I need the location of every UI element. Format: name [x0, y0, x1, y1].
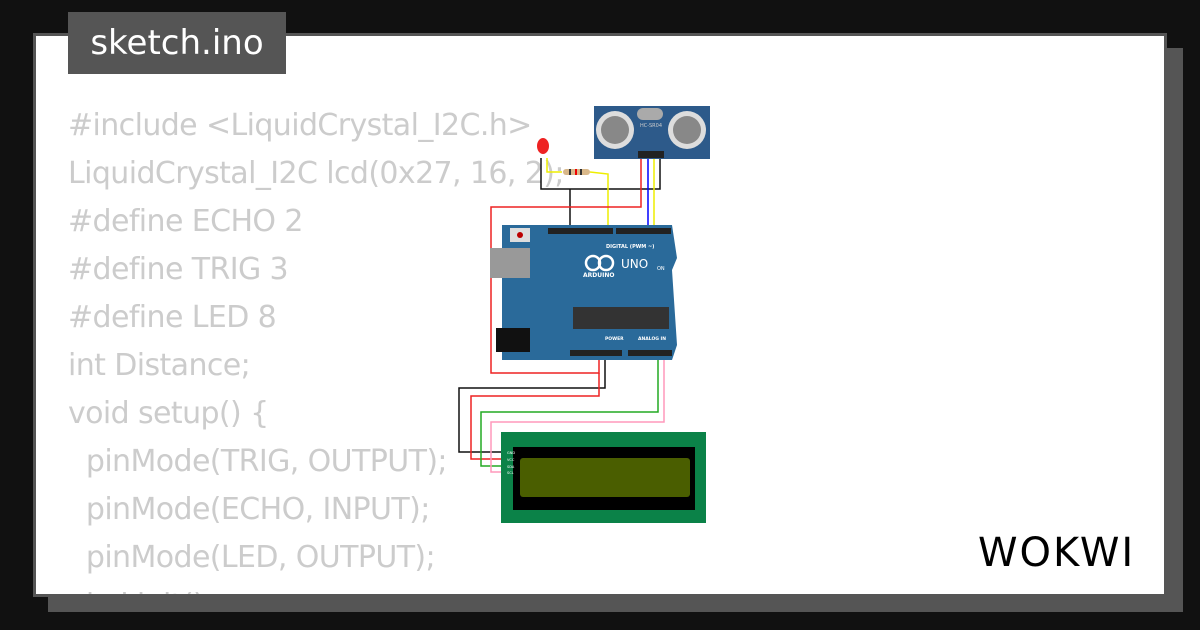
code-line: pinMode(TRIG, OUTPUT); — [68, 444, 448, 479]
code-line: int Distance; — [68, 348, 251, 383]
resistor[interactable] — [563, 169, 590, 175]
board-model: UNO — [621, 257, 648, 271]
arduino-uno[interactable]: DIGITAL (PWM ~) ARDUINO UNO ON POWER ANA… — [490, 225, 677, 360]
code-preview: #include <LiquidCrystal_I2C.h> LiquidCry… — [68, 102, 564, 594]
lcd-display[interactable]: GND VCC SDA SCL — [501, 432, 706, 523]
sensor-label: HC-SR04 — [640, 123, 662, 129]
code-line: pinMode(LED, OUTPUT); — [68, 540, 436, 575]
code-line: lcd.init(); — [68, 582, 564, 594]
wire-lcd-scl — [490, 356, 665, 473]
wire-gnd-top — [540, 158, 661, 190]
wire-lcd-vcc — [470, 373, 600, 460]
power-label: POWER — [605, 336, 624, 342]
digital-label: DIGITAL (PWM ~) — [606, 244, 654, 250]
lcd-pin-scl: SCL — [507, 471, 514, 475]
lcd-pin-gnd: GND — [507, 451, 515, 455]
wire-pin8 — [589, 171, 609, 230]
code-line: #define TRIG 3 — [68, 252, 289, 287]
code-line: LiquidCrystal_I2C lcd(0x27, 16, 2); — [68, 156, 564, 191]
code-line: pinMode(ECHO, INPUT); — [68, 492, 430, 527]
wire-led — [546, 158, 562, 173]
lcd-pin-sda: SDA — [507, 465, 515, 469]
code-line: void setup() { — [68, 396, 269, 431]
wire-lcd-sda — [480, 356, 659, 467]
wire-lcd-gnd — [458, 356, 606, 453]
led[interactable] — [537, 138, 549, 154]
wires — [458, 158, 665, 473]
code-line: #define LED 8 — [68, 300, 277, 335]
wokwi-logo: WOKWI — [978, 530, 1135, 576]
lcd-pin-vcc: VCC — [507, 458, 515, 462]
wire-vcc-sensor — [490, 158, 642, 374]
code-line: #include <LiquidCrystal_I2C.h> — [68, 108, 532, 143]
code-line: #define ECHO 2 — [68, 204, 303, 239]
ultrasonic-sensor[interactable]: HC-SR04 — [594, 106, 710, 159]
on-label: ON — [657, 266, 665, 272]
board-brand: ARDUINO — [583, 272, 614, 279]
file-title: sketch.ino — [68, 12, 286, 74]
analog-label: ANALOG IN — [638, 336, 666, 342]
logo-text: WOKWI — [978, 530, 1135, 576]
